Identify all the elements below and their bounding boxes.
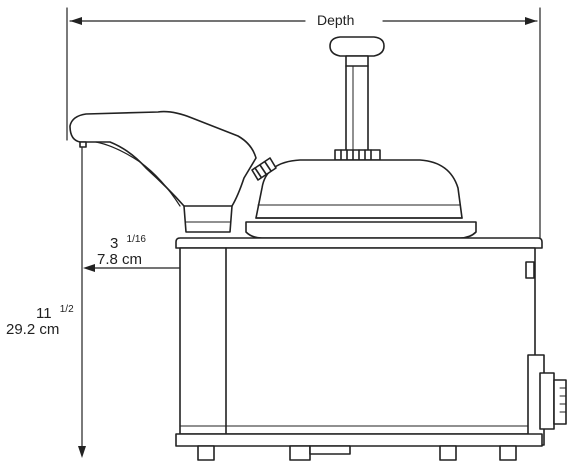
main-housing [179,247,536,435]
offset-imperial-label: 3 1/16 [110,234,146,252]
control-knob [527,354,567,446]
offset-fraction: 1/16 [126,234,146,245]
height-metric-label: 29.2 cm [6,321,60,338]
pump-plunger [329,36,385,151]
dome-lid [245,159,477,239]
height-whole: 11 [36,305,52,322]
depth-dimension [66,7,541,249]
offset-dimension [83,264,180,272]
pump-collar [334,149,381,161]
height-imperial-label: 11 1/2 [36,304,74,322]
height-dimension [78,147,86,458]
depth-label: Depth [317,12,355,28]
base-and-feet [175,433,543,461]
offset-whole: 3 [110,235,119,252]
dispensing-spout [69,110,277,233]
height-fraction: 1/2 [59,304,74,315]
offset-metric-label: 7.8 cm [97,251,143,268]
cover-plate [175,237,543,249]
